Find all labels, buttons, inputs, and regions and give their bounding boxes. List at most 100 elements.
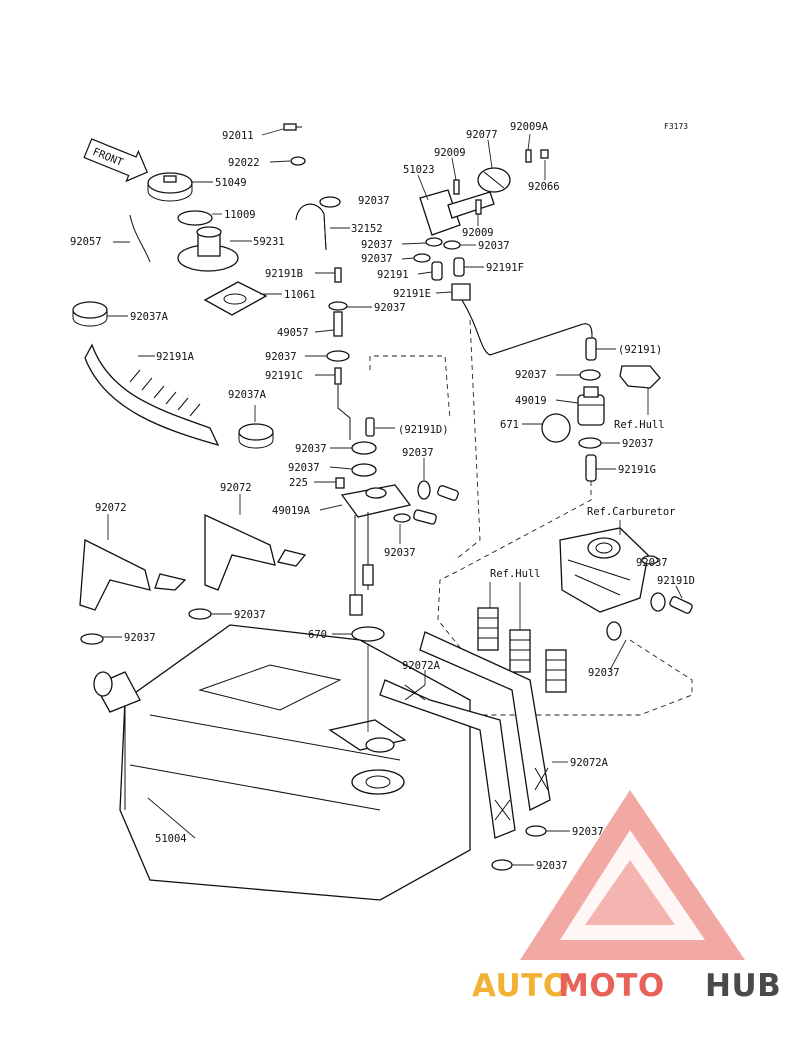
bolt-92011 <box>283 123 302 131</box>
label-92037-m: 92037 <box>288 462 320 474</box>
screw-92009A <box>525 149 532 163</box>
clip-92037-f <box>413 253 431 263</box>
hose-92191 <box>431 261 443 281</box>
label-92191D-paren: (92191D) <box>398 424 449 436</box>
label-92037-n: 92037 <box>384 547 416 559</box>
label-92037-k: 92037 <box>295 443 327 455</box>
label-92072A-1: 92072A <box>402 660 441 672</box>
label-92037-e: 92037 <box>478 240 510 252</box>
label-49057: 49057 <box>277 327 309 339</box>
label-92009-1: 92009 <box>434 147 466 159</box>
clip-92037-e <box>443 240 461 250</box>
label-92191-paren: (92191) <box>618 344 662 356</box>
front-arrow-icon: FRONT <box>83 138 149 183</box>
label-92191D: 92191D <box>657 575 695 587</box>
clip-92037-b <box>80 633 104 645</box>
hose-92191B <box>334 267 342 283</box>
clamp-block-1 <box>477 607 499 651</box>
label-92072-2: 92072 <box>220 482 252 494</box>
clamp-block-2 <box>509 629 531 673</box>
label-92057: 92057 <box>70 236 102 248</box>
label-92037-j: 92037 <box>622 438 654 450</box>
hose-92191G <box>585 454 597 482</box>
clip-92037-d <box>425 237 443 247</box>
clip-92037-r <box>525 825 547 837</box>
filler-hose-92191A <box>84 343 220 447</box>
label-92037-c: 92037 <box>358 195 390 207</box>
label-92066: 92066 <box>528 181 560 193</box>
label-92037A-2: 92037A <box>228 389 267 401</box>
label-92072-1: 92072 <box>95 502 127 514</box>
gasket-11009 <box>177 210 213 226</box>
fuel-cap-51049 <box>147 172 193 202</box>
clamp-block-3 <box>545 649 567 693</box>
label-92077: 92077 <box>466 129 498 141</box>
label-92009-2: 92009 <box>462 227 494 239</box>
clip-92037-i <box>579 369 601 381</box>
strap-92072A-lower <box>379 679 516 839</box>
strap-92057 <box>129 214 151 263</box>
clip-92037-h <box>326 350 350 362</box>
filler-neck-59231 <box>177 226 239 272</box>
clip-92037-o <box>641 555 659 565</box>
clip-92037-n <box>393 513 411 523</box>
label-51049: 51049 <box>215 177 247 189</box>
clip-92037-l <box>417 480 431 500</box>
label-92191B: 92191B <box>265 268 303 280</box>
label-670: 670 <box>308 629 327 641</box>
clip-92037-s <box>491 859 513 871</box>
ref-hull-1: Ref.Hull <box>614 419 665 431</box>
clip-92037-c <box>319 196 341 208</box>
label-92191C: 92191C <box>265 370 303 382</box>
label-92037A-1: 92037A <box>130 311 169 323</box>
label-11009: 11009 <box>224 209 256 221</box>
bolt-92009-upper <box>453 179 460 195</box>
carburetor <box>559 527 649 613</box>
label-92009A: 92009A <box>510 121 549 133</box>
screw-225 <box>335 477 345 489</box>
label-92191E: 92191E <box>393 288 431 300</box>
clip-92037-a <box>188 608 212 620</box>
ref-carburetor: Ref.Carburetor <box>587 506 676 518</box>
label-92037-l: 92037 <box>402 447 434 459</box>
clamp-92037A-lower <box>238 423 274 449</box>
strap-92072-right <box>204 513 307 591</box>
clip-92037-j <box>578 437 602 449</box>
fuel-pickup-49019A <box>340 484 412 616</box>
washer-92022 <box>290 156 306 166</box>
label-92022: 92022 <box>228 157 260 169</box>
label-49019: 49019 <box>515 395 547 407</box>
nut-92066 <box>540 149 549 159</box>
label-225: 225 <box>289 477 308 489</box>
label-92011: 92011 <box>222 130 254 142</box>
ref-hull-2: Ref.Hull <box>490 568 541 580</box>
hose-92191E <box>451 283 471 301</box>
label-59231: 59231 <box>253 236 285 248</box>
label-92037-f: 92037 <box>361 253 393 265</box>
watermark-auto: AUTO <box>472 968 570 1004</box>
label-92037-h: 92037 <box>265 351 297 363</box>
label-51004: 51004 <box>155 833 187 845</box>
clip-92037-m <box>351 463 377 477</box>
label-92037-b: 92037 <box>124 632 156 644</box>
label-32152: 32152 <box>351 223 383 235</box>
label-92037-g: 92037 <box>374 302 406 314</box>
cap-92077 <box>477 167 511 193</box>
valve-51023 <box>419 189 495 236</box>
label-92191: 92191 <box>377 269 409 281</box>
label-92037-q: 92037 <box>588 667 620 679</box>
hose-92191D <box>669 596 693 614</box>
label-92072A-2: 92072A <box>570 757 609 769</box>
ref-hull-bracket-upper <box>619 365 661 389</box>
label-92191A: 92191A <box>156 351 195 363</box>
label-92191G: 92191G <box>618 464 656 476</box>
clip-92037-g <box>328 301 348 311</box>
strap-92072A-upper <box>419 631 551 811</box>
label-92037-o: 92037 <box>636 557 668 569</box>
watermark-moto: MOTO <box>558 968 665 1004</box>
bolt-92009-lower <box>475 199 482 215</box>
label-92037-d: 92037 <box>361 239 393 251</box>
label-92191F: 92191F <box>486 262 524 274</box>
clip-92037-p <box>650 592 666 612</box>
